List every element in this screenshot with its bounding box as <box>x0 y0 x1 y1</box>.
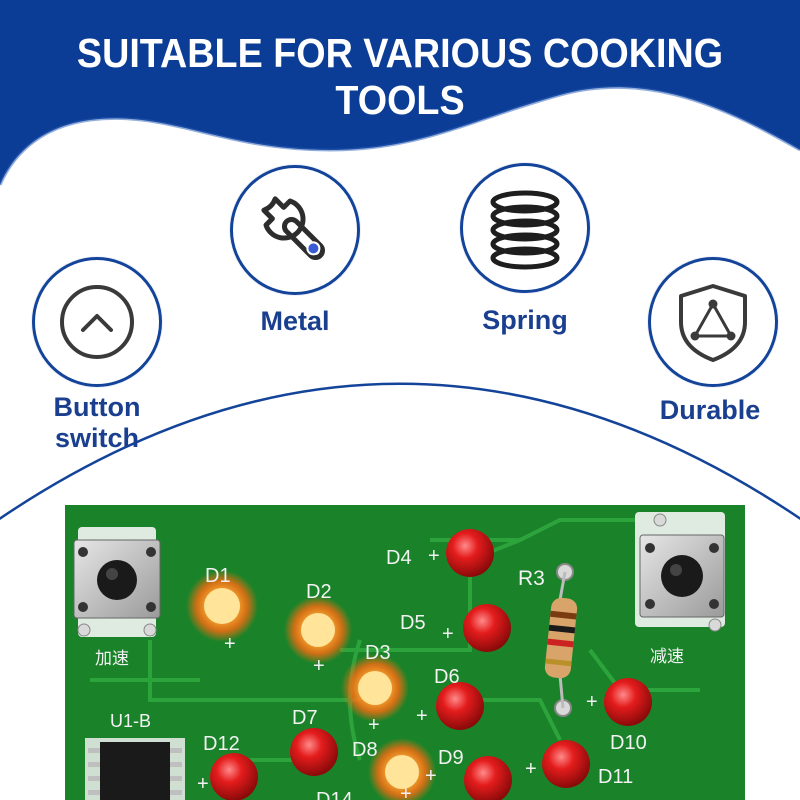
banner-wave <box>0 0 800 185</box>
spring-label: Spring <box>482 305 568 335</box>
led-label-d2: D2 <box>306 581 332 603</box>
led-label-d3: D3 <box>365 642 391 664</box>
led-d10 <box>604 678 652 726</box>
resistor-label: R3 <box>518 567 545 590</box>
left-button-label: 加速 <box>95 649 129 668</box>
led-label-d14: D14 <box>316 789 353 800</box>
button-switch-label: Button switch <box>30 392 164 454</box>
spring-coil-icon <box>490 190 560 270</box>
led-d5 <box>463 604 511 652</box>
plus-mark: + <box>428 545 440 567</box>
button-switch-label-line2: switch <box>54 423 140 453</box>
chevron-up-icon <box>60 285 134 359</box>
led-d11 <box>542 740 590 788</box>
led-label-d11: D11 <box>598 766 633 788</box>
plus-mark: + <box>442 623 454 645</box>
led-label-d7: D7 <box>292 707 318 729</box>
button-switch-label-line1: Button <box>53 392 141 422</box>
plus-mark: + <box>416 705 428 727</box>
metal-feature-circle <box>230 165 360 295</box>
led-d8 <box>368 738 436 800</box>
metal-label: Metal <box>260 306 330 336</box>
plus-mark: + <box>224 633 236 655</box>
plus-mark: + <box>425 765 437 787</box>
led-d1 <box>186 570 258 642</box>
left-push-button <box>73 527 161 637</box>
led-label-d12: D12 <box>203 733 240 755</box>
shield-icon <box>679 284 747 362</box>
button-feature-circle <box>32 257 162 387</box>
led-label-d5: D5 <box>400 612 426 634</box>
right-push-button <box>635 512 725 632</box>
led-d12 <box>210 753 258 800</box>
durable-feature-circle <box>648 257 778 387</box>
led-d6 <box>436 682 484 730</box>
plus-mark: + <box>313 655 325 677</box>
plus-mark: + <box>368 714 380 736</box>
chip-label: U1-B <box>110 711 151 731</box>
plus-mark: + <box>525 758 537 780</box>
led-label-d1: D1 <box>205 565 231 587</box>
led-label-d8: D8 <box>352 739 378 761</box>
pcb-board: 加速 减速 <box>0 385 800 800</box>
resistor-r3 <box>544 563 578 717</box>
led-label-d6: D6 <box>434 666 460 688</box>
banner-title: SUITABLE FOR VARIOUS COOKING TOOLS <box>76 30 724 123</box>
led-d7 <box>290 728 338 776</box>
plus-mark: + <box>586 691 598 713</box>
durable-label: Durable <box>659 395 761 425</box>
led-d4 <box>446 529 494 577</box>
wrench-icon <box>261 196 326 261</box>
plus-mark: + <box>400 783 412 800</box>
led-label-d10: D10 <box>610 732 647 754</box>
plus-mark: + <box>197 773 209 795</box>
chip-u1b <box>85 738 185 800</box>
led-label-d4: D4 <box>386 547 412 569</box>
led-d9 <box>464 756 512 800</box>
led-d3 <box>341 654 409 722</box>
spring-feature-circle <box>460 163 590 293</box>
led-d2 <box>284 596 352 664</box>
led-label-d9: D9 <box>438 747 464 769</box>
right-button-label: 减速 <box>650 647 684 666</box>
